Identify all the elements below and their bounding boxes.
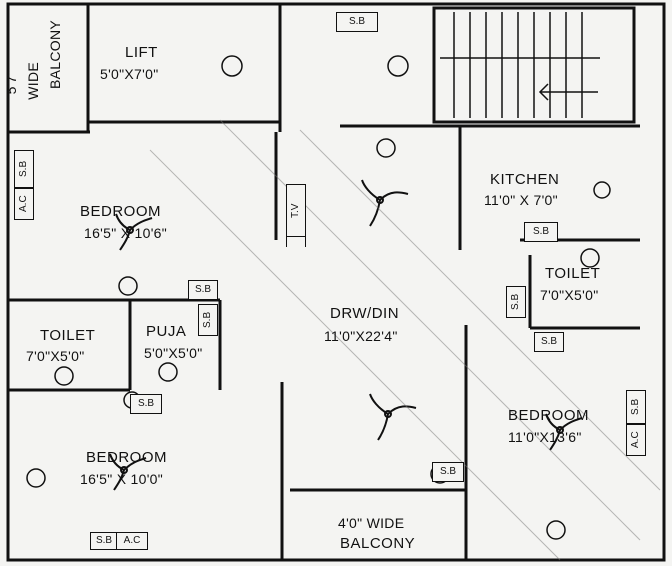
switch-board: S.B (626, 390, 646, 424)
light-point (54, 366, 74, 386)
scan-streaks (149, 119, 661, 561)
stair-wall (432, 6, 636, 124)
fan-icon (361, 179, 409, 227)
tv-point-sb (286, 236, 306, 247)
drw-din-label: DRW/DIN (330, 305, 400, 322)
toilet-right-size: 7'0"X5'0" (540, 287, 599, 303)
kitchen-label: KITCHEN (490, 171, 560, 188)
bedroom-bottom-left-size: 16'5" X 10'0" (80, 471, 164, 487)
light-point (593, 181, 611, 199)
switch-board: S.B (506, 286, 526, 318)
ac-point: A.C (14, 188, 34, 220)
walls (6, 2, 666, 562)
light-point (580, 248, 600, 268)
switch-board: S.B (130, 394, 162, 414)
bedroom-top-left-size: 16'5" X 10'6" (84, 225, 168, 241)
drw-din-size: 11'0"X22'4" (324, 328, 398, 344)
toilet-left-label: TOILET (40, 327, 96, 344)
switch-board: S.B (14, 150, 34, 188)
fan-icon (115, 213, 153, 251)
tv-point: T.V (286, 184, 306, 238)
bedroom-right-size: 11'0"X13'6" (508, 429, 582, 445)
staircase (440, 12, 600, 118)
switch-board: S.B (198, 304, 218, 336)
switch-board: S.B (188, 280, 218, 300)
switch-board: S.B (432, 462, 464, 482)
ac-point: A.C (116, 532, 148, 550)
puja-label: PUJA (146, 323, 187, 340)
bedroom-right-label: BEDROOM (508, 407, 590, 424)
fan-icon (109, 453, 147, 491)
light-point (387, 55, 409, 77)
lift-label: LIFT (125, 44, 158, 61)
bedroom-top-left-label: BEDROOM (80, 203, 162, 220)
outer-wall (6, 2, 666, 562)
balcony-bottom-size: 4'0" WIDE (338, 515, 405, 531)
light-point (158, 362, 178, 382)
balcony-left-name: BALCONY (47, 20, 63, 90)
lift-size: 5'0"X7'0" (100, 66, 159, 82)
switch-board: S.B (534, 332, 564, 352)
light-point (118, 276, 138, 296)
ac-point: A.C (626, 424, 646, 456)
fan-icon (369, 393, 417, 441)
toilet-right-label: TOILET (545, 265, 601, 282)
ceiling-fans (109, 179, 583, 491)
switch-board: S.B (90, 532, 118, 550)
fan-icon (545, 413, 583, 451)
balcony-bottom-label: BALCONY (340, 535, 416, 552)
light-point (376, 138, 396, 158)
switch-board: S.B (336, 12, 378, 32)
toilet-left-size: 7'0"X5'0" (26, 348, 85, 364)
light-point (546, 520, 566, 540)
balcony-left-wide: WIDE (25, 62, 41, 100)
kitchen-size: 11'0" X 7'0" (484, 192, 558, 208)
light-point (221, 55, 243, 77)
light-point (26, 468, 46, 488)
puja-size: 5'0"X5'0" (144, 345, 203, 361)
switch-board: S.B (524, 222, 558, 242)
bedroom-bottom-left-label: BEDROOM (86, 449, 168, 466)
balcony-left-size: 5'7" (3, 70, 19, 95)
